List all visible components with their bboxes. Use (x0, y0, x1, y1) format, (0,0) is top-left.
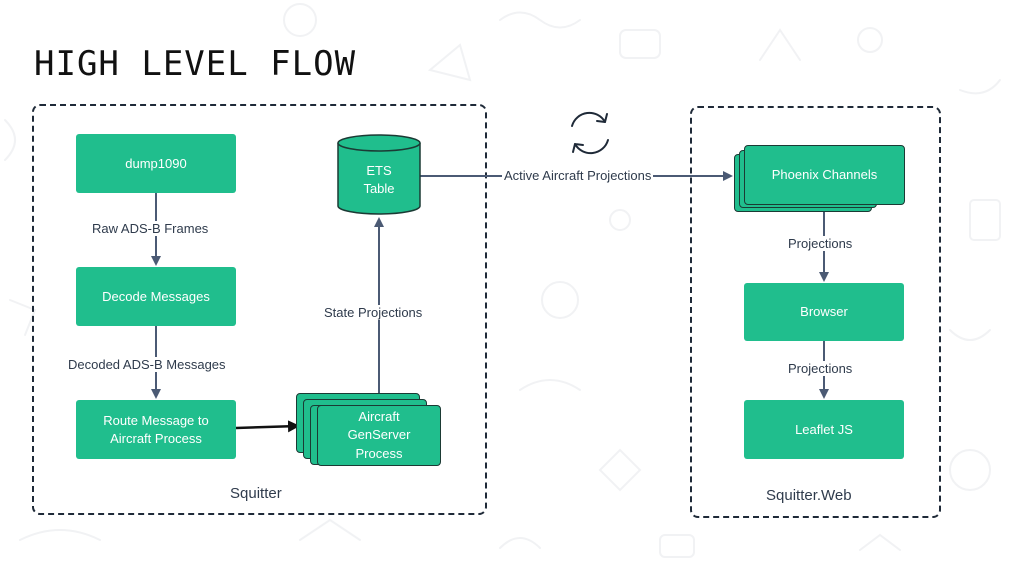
squitter-group (32, 104, 487, 515)
squitter-web-group-label: Squitter.Web (766, 487, 852, 504)
active-aircraft-projections-label: Active Aircraft Projections (502, 168, 654, 183)
page-title: HIGH LEVEL FLOW (34, 44, 357, 84)
projections-label-2: Projections (786, 361, 855, 376)
state-projections-label: State Projections (322, 305, 425, 320)
dump1090-node: dump1090 (76, 134, 236, 193)
projections-label-1: Projections (786, 236, 855, 251)
squitter-group-label: Squitter (230, 485, 282, 502)
ets-table-label: ETS Table (363, 163, 395, 196)
route-message-node: Route Message to Aircraft Process (76, 400, 236, 459)
aircraft-genserver-node: Aircraft GenServer Process (317, 405, 441, 466)
leaflet-js-node: Leaflet JS (744, 400, 904, 459)
browser-node: Browser (744, 283, 904, 341)
decoded-ads-b-messages-label: Decoded ADS-B Messages (66, 357, 228, 372)
arrow-route-to-aircraft (235, 420, 300, 433)
ets-table-cylinder (337, 134, 421, 215)
squitter-web-group (690, 106, 941, 518)
decode-messages-node: Decode Messages (76, 267, 236, 326)
sync-icon (571, 111, 609, 155)
raw-ads-b-frames-label: Raw ADS-B Frames (90, 221, 211, 236)
phoenix-channels-node: Phoenix Channels (744, 145, 905, 205)
